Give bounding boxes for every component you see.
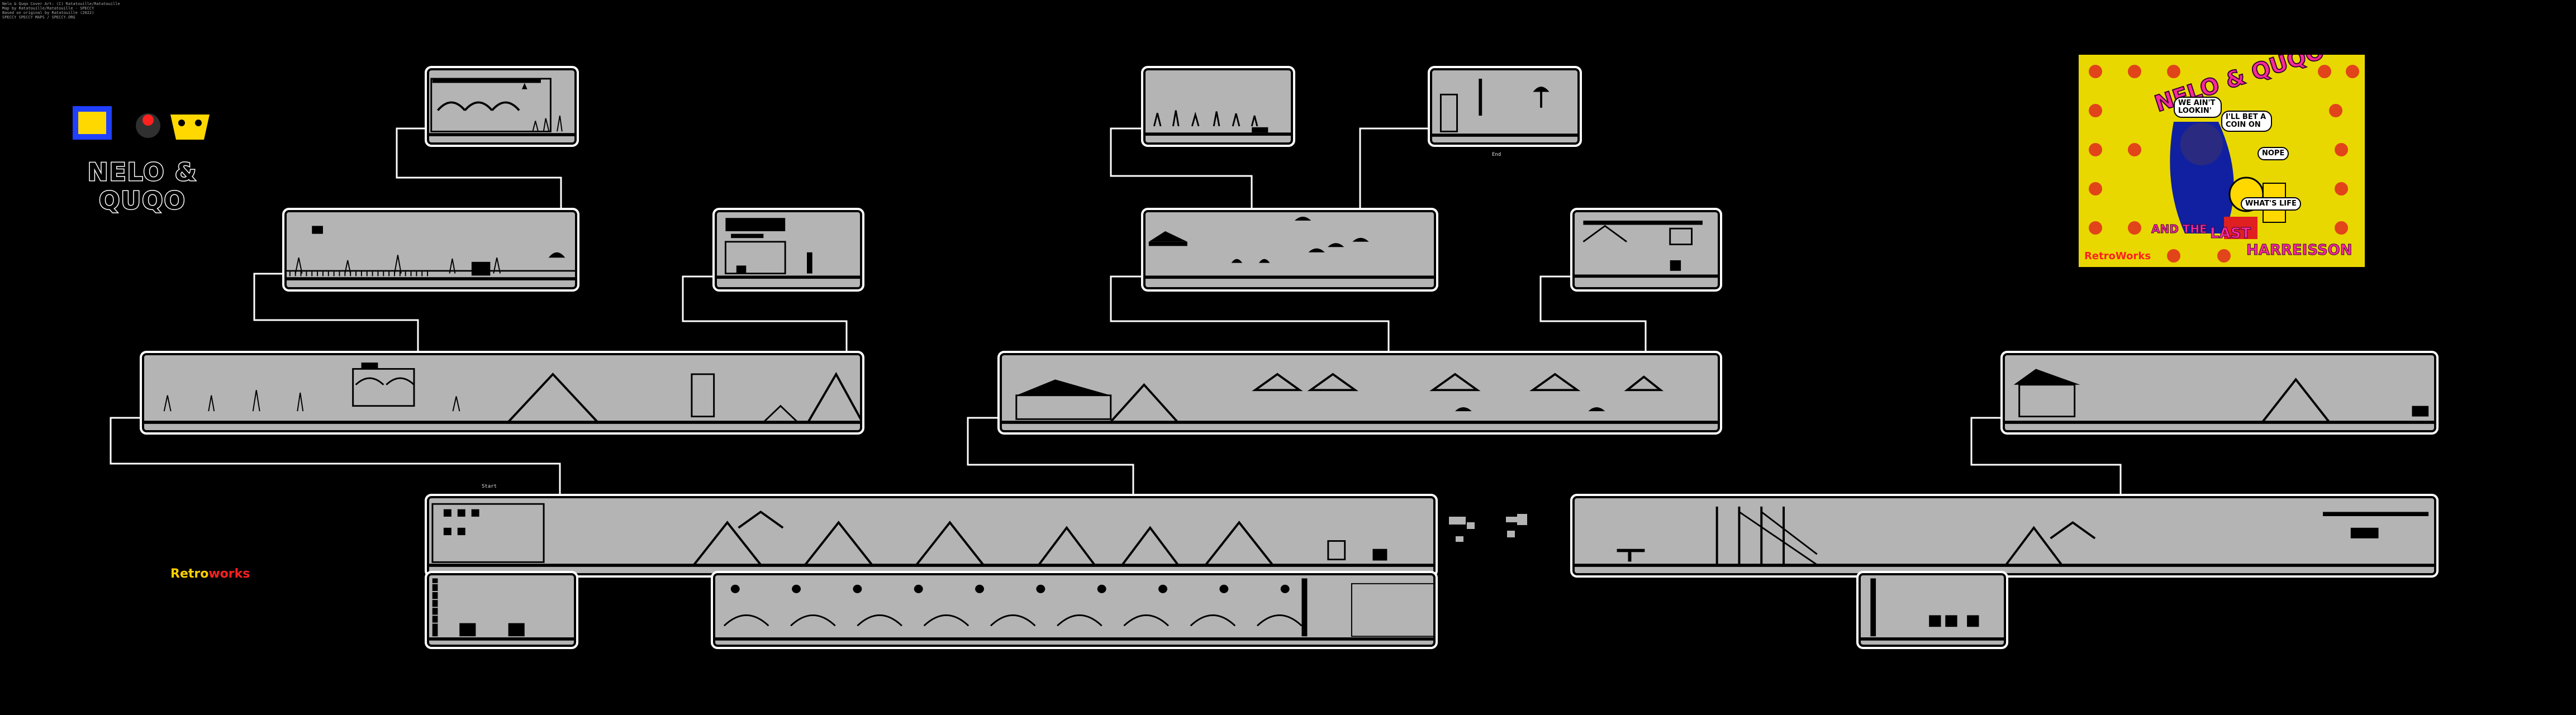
room-row2-right xyxy=(2000,351,2439,435)
game-title: NELO & QUQO xyxy=(87,158,198,216)
map-credits: Nelo & Quqo Cover Art: (C) Ratatouille/R… xyxy=(2,2,120,20)
speech-bubble: WE AIN'T LOOKIN' xyxy=(2174,97,2222,118)
credit-line: Based on original by Ratatouille (2022) xyxy=(2,11,94,15)
room-row1-right xyxy=(1570,208,1722,292)
cover-art: NELO & QUQO WE AIN'T LOOKIN' I'LL BET A … xyxy=(2079,55,2365,267)
room-basement-main xyxy=(711,571,1438,649)
cover-publisher: RetroWorks xyxy=(2084,250,2151,262)
room-top-mid-b xyxy=(1428,66,1582,147)
cover-subtitle: HARREISSON xyxy=(2246,242,2353,259)
transition-sprites xyxy=(1449,514,1527,542)
room-basement-left xyxy=(425,571,578,649)
credit-line: SPECCY SPECCY MAPS / SPECCY.ORG xyxy=(2,15,75,20)
room-row1-house xyxy=(712,208,864,292)
room-row1-mid xyxy=(1141,208,1438,292)
room-top-left xyxy=(425,66,579,147)
room-row1-left xyxy=(282,208,579,292)
cover-pattern-icon xyxy=(2089,65,2359,263)
publisher-part1: Retro xyxy=(170,567,209,581)
end-label: End xyxy=(1492,152,1501,158)
cover-subtitle: AND THE xyxy=(2151,222,2208,236)
character-sprites-icon xyxy=(73,106,210,140)
credit-line: Nelo & Quqo Cover Art: (C) Ratatouille/R… xyxy=(2,2,120,6)
speech-bubble: I'LL BET A COIN ON xyxy=(2221,111,2272,132)
room-bottom-start xyxy=(425,494,1438,578)
start-label: Start xyxy=(482,484,497,489)
room-row2-mid xyxy=(997,351,1722,435)
room-row2-left xyxy=(140,351,864,435)
cover-subtitle: LAST xyxy=(2209,225,2251,242)
room-bottom-right xyxy=(1570,494,2439,578)
credit-line: Map by Ratatouille/Ratatouille - SPECCY xyxy=(2,6,94,11)
publisher-part2: works xyxy=(208,567,250,581)
speech-bubble: NOPE xyxy=(2257,147,2289,160)
speech-bubble: WHAT'S LIFE xyxy=(2241,197,2301,211)
room-top-mid-a xyxy=(1141,66,1295,147)
publisher-logo: Retroworks xyxy=(170,567,250,581)
room-basement-right xyxy=(1856,571,2008,649)
